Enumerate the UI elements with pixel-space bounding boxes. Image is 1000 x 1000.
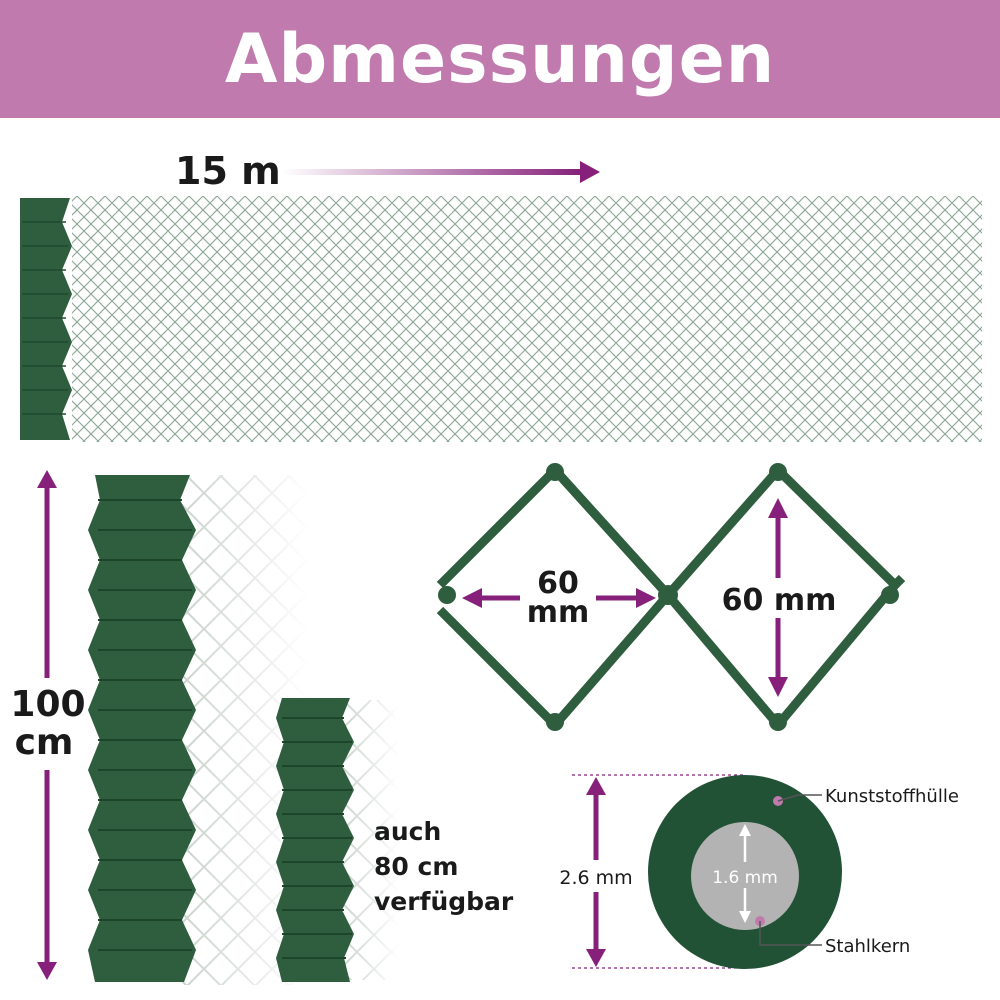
top-fence-roll <box>20 198 72 440</box>
height-value: 100 <box>10 684 85 725</box>
mesh-knots <box>438 463 899 731</box>
mesh-detail <box>436 465 906 730</box>
height-unit: cm <box>15 722 74 763</box>
wire-guides <box>572 774 745 969</box>
big-fence-roll <box>88 475 196 982</box>
wire-diameter-arrow <box>552 777 642 967</box>
alternative-line-2: 80 cm <box>374 852 458 881</box>
length-arrow <box>282 161 600 183</box>
alternative-line-1: auch <box>374 817 441 846</box>
wire-inner-label: 1.6 mm <box>712 868 778 888</box>
core-callout <box>755 916 822 946</box>
mesh-width-unit: mm <box>527 595 590 630</box>
header-banner: Abmessungen <box>0 0 1000 118</box>
mesh-height-label: 60 mm <box>722 583 837 618</box>
mesh-width-arrow <box>462 566 656 628</box>
alternative-line-3: verfügbar <box>374 887 514 916</box>
mesh-height-arrow <box>715 498 843 697</box>
height-arrow <box>8 470 88 980</box>
coating-label: Kunststoffhülle <box>825 786 959 807</box>
core-diameter-arrow <box>703 824 787 923</box>
length-label: 15 m <box>175 149 281 193</box>
unrolled-fence-strip <box>72 196 982 442</box>
small-fence-roll <box>276 698 354 982</box>
page-title: Abmessungen <box>224 19 776 99</box>
coating-callout <box>773 794 822 806</box>
mesh-width-value: 60 <box>537 566 579 601</box>
wire-outer-label: 2.6 mm <box>559 867 632 889</box>
core-label: Stahlkern <box>825 936 910 957</box>
